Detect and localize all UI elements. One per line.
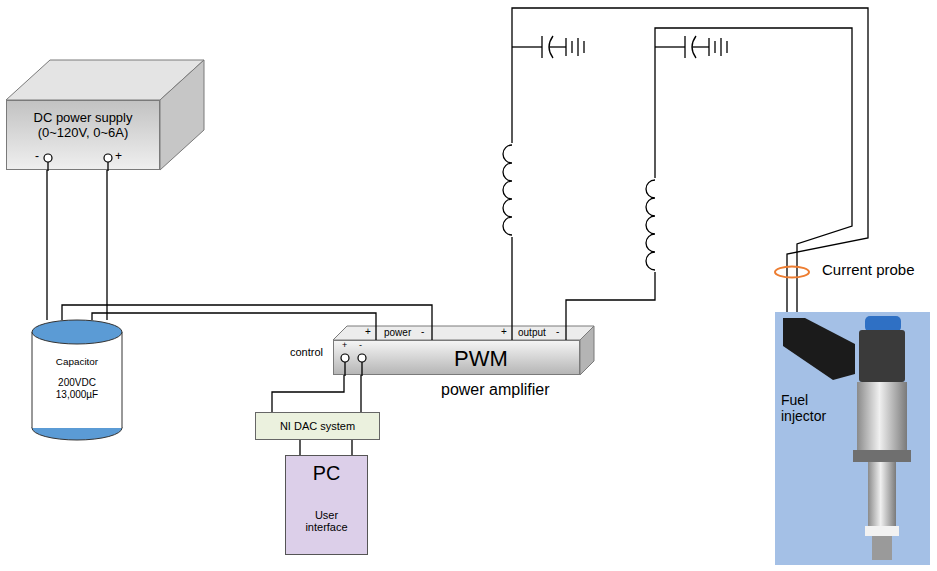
port-name: control [290,347,323,358]
injector-tip [872,536,892,560]
terminal-post [44,154,52,162]
wire-line [351,440,352,455]
node-title: Fuel injector [781,392,843,424]
cylinder-side [32,332,33,428]
wire-line [512,8,868,340]
injector-collar [853,450,911,462]
node-title: DC power supply (0~120V, 0~6A) [21,111,145,141]
injector-ring [865,526,899,536]
terminal-sign: + [342,341,347,350]
wire-line [566,28,852,340]
wire [107,170,108,320]
terminal-sign: - [359,341,362,350]
cylinder-body [32,332,122,428]
box-side-face [160,60,204,170]
capacitor-symbol [512,36,584,58]
daq-box: NI DAC system [255,412,380,440]
power-supply-box: DC power supply (0~120V, 0~6A) [6,100,160,170]
node-illustration [775,312,930,565]
node-title: PWM [454,346,508,371]
node-subtitle: User interface [299,509,355,534]
injector-head [859,330,905,382]
wire [300,440,301,455]
symbol-patch [500,143,524,237]
current-probe-ring [775,267,809,278]
wire-line [272,375,344,412]
terminal-sign: + [501,327,507,337]
probe-label: Current probe [822,262,915,277]
node-title: PC [286,462,367,485]
amplifier-box: PWMpower amplifier [333,340,580,375]
wire [272,375,344,412]
port-name: power [384,328,411,338]
injector-cap [865,316,901,332]
wire-line [360,375,361,412]
inductor-symbol [646,180,655,270]
wire-line [46,170,47,320]
injector-body [857,382,907,450]
wire-line [106,170,107,320]
wire-line [92,313,376,340]
node-subtitle: 200VDC 13,000µF [44,377,110,400]
node-title: NI DAC system [280,420,355,433]
terminal-sign: + [365,327,371,337]
wire [92,313,376,340]
node-subtitle: power amplifier [441,381,549,399]
terminal-stub [107,162,108,171]
cylinder-side [122,332,123,428]
wire [361,375,362,412]
terminal-stub [47,162,48,171]
injector-photo: Fuel injector [775,312,930,565]
capacitor-symbol [655,36,727,58]
wire [512,8,868,340]
terminal-post [358,354,366,362]
capacitor-cylinder: Capacitor 200VDC 13,000µF [32,320,122,440]
injector-shaft [868,462,896,528]
terminal-post [104,154,112,162]
terminal-sign: - [421,327,424,337]
box-side-face [580,326,594,375]
wire [352,440,353,455]
wire [566,28,852,340]
box-top-face [333,326,594,340]
cylinder-top [32,320,122,344]
wire-line [299,440,300,455]
injector-plug [783,318,855,380]
terminal-stub [344,362,345,376]
symbol-patch [643,178,667,272]
port-name: output [518,328,546,338]
inductor-symbol [503,145,512,235]
pc-box: PC User interface [285,455,368,555]
terminal-post [341,354,349,362]
terminal-sign: + [115,150,122,162]
terminal-stub [361,362,362,376]
terminal-sign: - [35,150,39,162]
node-title: Capacitor [32,356,122,367]
wire [47,170,48,320]
terminal-sign: - [556,327,559,337]
